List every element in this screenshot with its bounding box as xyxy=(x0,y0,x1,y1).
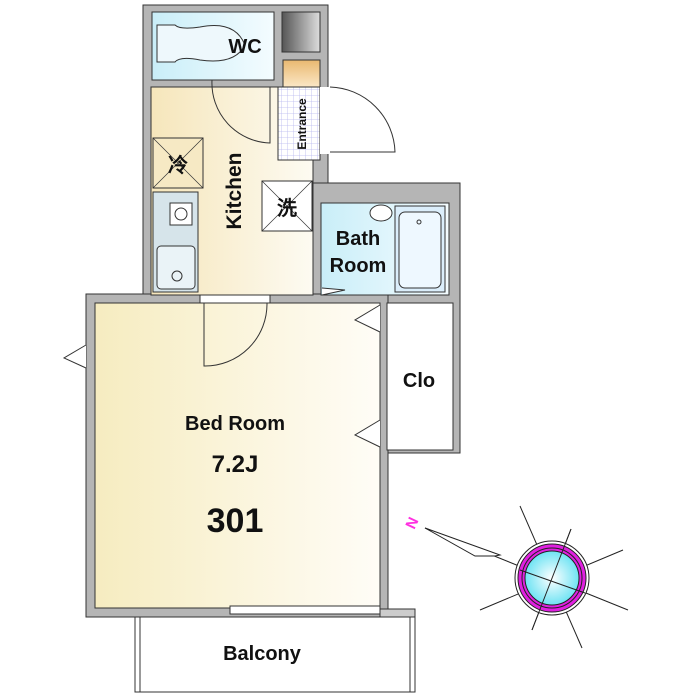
toilet-icon xyxy=(156,24,246,63)
bedroom-label: Bed Room xyxy=(185,413,285,435)
entrance-label: Entrance xyxy=(295,98,309,150)
bath-room: Bath Room xyxy=(320,202,450,296)
balcony-label: Balcony xyxy=(223,643,302,665)
fridge-label: 冷 xyxy=(168,153,188,177)
kitchen-room: 冷 Kitchen 洗 xyxy=(150,79,314,296)
bath-label-line1: Bath xyxy=(336,228,380,250)
kitchen-label: Kitchen xyxy=(223,152,246,229)
north-arrow xyxy=(424,527,502,557)
kitchen-door[interactable] xyxy=(203,302,268,367)
wc-room: WC xyxy=(151,11,275,81)
shoe-cabinet xyxy=(282,59,321,88)
bath-label-line2: Room xyxy=(330,255,387,277)
unit-number: 301 xyxy=(207,502,264,540)
wc-label: WC xyxy=(228,36,261,58)
closet-door-upper[interactable] xyxy=(353,304,381,333)
entrance-door[interactable] xyxy=(329,86,396,153)
washer-label: 洗 xyxy=(277,197,297,220)
compass: N xyxy=(402,505,629,649)
balcony: Balcony xyxy=(134,608,416,693)
closet-door-lower[interactable] xyxy=(353,419,381,448)
storage-shelf xyxy=(281,11,321,53)
bath-door[interactable] xyxy=(321,287,346,296)
stove-icon xyxy=(169,202,193,226)
wc-door[interactable] xyxy=(211,79,271,144)
bedroom: Bed Room 7.2J 301 xyxy=(62,294,381,615)
closet-label: Clo xyxy=(403,370,435,392)
north-label: N xyxy=(402,515,422,532)
washbasin-icon xyxy=(369,204,393,222)
entrance-area: Entrance xyxy=(277,86,396,161)
closet: Clo xyxy=(386,302,454,451)
window-left xyxy=(62,344,87,369)
balcony-window xyxy=(229,605,381,615)
bedroom-size: 7.2J xyxy=(212,451,259,478)
sink-icon xyxy=(156,245,196,290)
